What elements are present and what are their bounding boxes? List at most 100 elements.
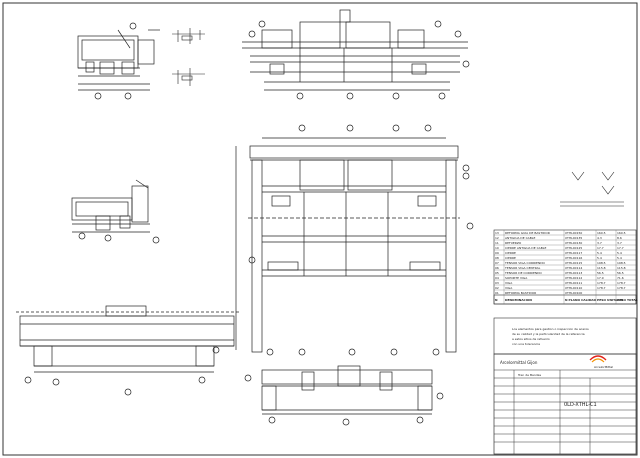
parts-row: 10 CIERRE ANTIGUA DE CABLE XTHL00125 17.7 17… [494,246,636,251]
parts-cell: 115.8 [617,266,626,270]
parts-row: 07 TENSOR VIGA CORRIENDO XTHL00115 198.5 198… [494,261,636,266]
parts-row: 08 CIERRE XTHL00116 5.4 5.4 [494,256,636,261]
parts-cell: CIERRE [505,251,516,255]
company-logo-text: ArcelorMittal [594,365,613,369]
parts-row: 05 TENSOR DE CORRIENDO XTHL00113 56.5 56.5 [494,271,636,276]
plant-name: Arcelormittal Gijon [500,360,538,365]
parts-row: 09 CIERRE XTHL00117 5.4 5.4 [494,251,636,256]
parts-cell: 13 [495,231,499,235]
parts-cell: XTHL00113 [565,271,582,275]
view-middle-left [71,179,160,244]
parts-cell: XTHL00117 [565,251,582,255]
parts-cell: 02 [495,286,499,290]
note-line: con una tolerancia [512,342,540,346]
parts-cell: 5.4 [597,256,602,260]
parts-cell: 160.5 [617,231,626,235]
parts-cell: 198.5 [617,261,626,265]
parts-cell: SOPORTE VIGA [505,276,528,280]
parts-cell: 03 [495,281,499,285]
parts-cell: 12 [495,236,499,240]
detail-top-small [172,28,205,86]
parts-row: 04 SOPORTE VIGA XTHL00112 17.9 71.6 [494,276,636,281]
parts-cell: 3.7 [617,241,622,245]
parts-cell: 08 [495,256,499,260]
parts-header: N [495,298,498,302]
parts-cell: 05 [495,271,499,275]
parts-cell: 56.5 [617,271,624,275]
parts-row: 01 REFORMA BASTIDOR XTHL00100 [494,291,636,296]
parts-cell: 5.4 [617,256,622,260]
parts-header: N PLANO CALIDAD [565,298,596,302]
view-bottom-left [16,305,240,396]
parts-cell: VIGA [505,281,513,285]
parts-row: 13 REFORMA GUIA DE BASTIDOR XTHL00150 160.5… [494,231,636,236]
parts-row: 03 VIGA XTHL00111 178.7 178.7 [494,281,636,286]
parts-cell: XTHL00130 [565,241,582,245]
view-top-center [242,9,470,100]
parts-cell: CIERRE ANTIGUA DE CABLE [505,246,546,250]
view-top-left [77,22,160,100]
title-block: Arcelormittal Gijon Tren de Bandas Arcel… [493,353,637,455]
parts-list-table: 13 REFORMA GUIA DE BASTIDOR XTHL00150 160.5… [493,229,638,305]
parts-cell: 198.5 [597,261,606,265]
parts-cell: 01 [495,291,499,295]
parts-cell: 04 [495,276,499,280]
parts-cell: XTHL00125 [565,246,582,250]
parts-cell: 17.9 [597,276,604,280]
parts-cell: VIGA [505,286,513,290]
parts-cell: 09 [495,251,499,255]
parts-cell: 115.8 [597,266,606,270]
parts-cell: TENSOR VIGA CENTRAL [504,266,541,270]
parts-row: 11 REFUERZO XTHL00130 3.7 3.7 [494,241,636,246]
parts-cell: XTHL00135 [565,236,582,240]
view-bottom-center [244,348,444,426]
parts-cell: 07 [495,261,499,265]
parts-cell: REFORMA BASTIDOR [505,291,536,295]
parts-cell: REFUERZO [505,241,522,245]
parts-cell: 10 [495,246,499,250]
parts-cell: 17.7 [617,246,624,250]
parts-cell: XTHL00112 [565,276,582,280]
parts-cell: TENSOR DE CORRIENDO [504,271,542,275]
note-line: Los elementos para gestion o inspeccion … [512,327,589,331]
parts-cell: 56.5 [597,271,604,275]
parts-header: PESO TOTAL [617,298,638,302]
parts-cell: 17.7 [597,246,604,250]
symbols-top-right [560,171,624,207]
parts-cell: 4.3 [597,236,602,240]
parts-cell: XTHL00110 [565,286,582,290]
parts-cell: XTHL00114 [565,266,582,270]
parts-cell: 5.4 [617,251,622,255]
parts-cell: XTHL00116 [565,256,582,260]
parts-cell: 71.6 [617,276,624,280]
parts-cell: 3.7 [597,241,602,245]
parts-cell: 178.7 [617,281,626,285]
parts-cell: XTHL00111 [565,281,582,285]
parts-cell: 178.7 [617,286,626,290]
parts-cell: 8.6 [617,236,622,240]
project-line: Tren de Bandas [517,373,542,377]
parts-cell: TENSOR VIGA CORRIENDO [504,261,546,265]
parts-cell: XTHL00115 [565,261,582,265]
drawing-number: 0LD-XTHL-C1 [564,402,597,408]
parts-row: 06 TENSOR VIGA CENTRAL XTHL00114 115.8 115.8 [494,266,636,271]
parts-cell: XTHL00100 [565,291,582,295]
parts-cell: ANTIGIUA DE CABLE [505,236,535,240]
parts-header: PESO UNITARIO [597,298,624,302]
parts-cell: REFORMA GUIA DE BASTIDOR [505,231,550,235]
parts-cell: XTHL00150 [565,231,582,235]
parts-cell: 178.7 [597,281,606,285]
parts-cell: 11 [495,241,499,245]
parts-header: DENOMINACION [505,298,532,302]
parts-cell: 160.5 [597,231,606,235]
parts-cell: 5.4 [597,251,602,255]
view-center-main [235,124,474,353]
parts-cell: 06 [495,266,499,270]
arcelormittal-logo-icon [589,355,607,363]
parts-cell: CIERRE [505,256,516,260]
notes-area: Los elementos para gestion o inspeccion … [493,317,637,355]
